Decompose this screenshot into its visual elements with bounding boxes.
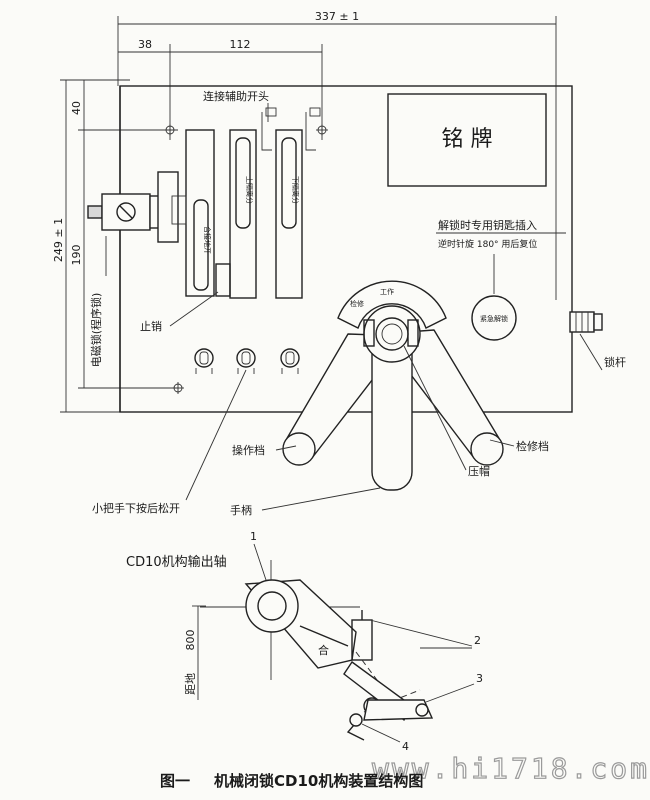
nameplate-label: 铭 牌 <box>442 127 493 152</box>
output-shaft-linkage: 合 <box>200 560 434 741</box>
figure-number: 图一 <box>160 772 190 790</box>
dim-top-offset-label: 40 <box>70 101 83 115</box>
unlock-instruction-1: 解锁时专用钥匙插入 <box>438 218 537 232</box>
output-shaft-label: CD10机构输出轴 <box>126 554 227 570</box>
interlock-plate-closing: 合接地开 <box>185 129 215 297</box>
figure-caption: 机械闭锁CD10机构装置结构图 <box>214 772 423 790</box>
ground-distance-value: 800 <box>184 630 197 651</box>
lock-rod <box>569 311 603 333</box>
dimension-offsets: 38 112 <box>118 38 323 140</box>
dimension-ground-distance: 800 距地 <box>184 605 206 700</box>
slot-lower-label: 下隔离分 <box>291 176 300 204</box>
interlock-plate-upper: 上隔离分 <box>229 107 277 299</box>
close-mark: 合 <box>318 643 329 657</box>
press-cap-label: 压帽 <box>468 465 490 478</box>
overhaul-label: 检修 <box>350 299 364 308</box>
interlock-plate-lower: 下隔离分 <box>275 107 321 299</box>
part-4-label: 4 <box>402 740 409 753</box>
stop-pin <box>215 263 231 297</box>
emergency-unlock-keyhole[interactable]: 紧急解锁 <box>471 295 517 341</box>
small-handle-note: 小把手下按后松开 <box>92 501 180 515</box>
dimension-heights: 40 249 ± 1 190 <box>52 79 178 413</box>
ground-distance-label: 距地 <box>184 673 197 695</box>
bolt-icon <box>172 382 184 394</box>
handle-mechanism[interactable]: 检修 工作 <box>282 280 504 491</box>
emergency-unlock-label: 紧急解锁 <box>480 314 508 323</box>
work-label: 工作 <box>380 287 394 296</box>
part-2-label: 2 <box>474 634 481 647</box>
stop-pin-label: 止销 <box>140 319 162 333</box>
dim-height-total-label: 249 ± 1 <box>52 218 65 262</box>
bolt-icon <box>164 124 176 136</box>
unlock-instruction-2: 逆时针旋 180° 用后复位 <box>438 238 537 250</box>
watermark: www.hi1718.com <box>372 752 650 785</box>
part-1-label: 1 <box>250 530 257 543</box>
dim-offset-mid-label: 112 <box>230 38 251 51</box>
electromagnetic-lock-label: 电磁锁(程序锁) <box>89 293 103 368</box>
nameplate: 铭 牌 <box>387 93 547 187</box>
aux-switch-label: 连接辅助开头 <box>203 89 269 103</box>
control-knob-1[interactable] <box>194 348 214 374</box>
lock-rod-label: 锁杆 <box>604 355 626 369</box>
service-position-label: 检修档 <box>516 439 549 453</box>
dimension-overall-width: 337 ± 1 <box>117 10 557 300</box>
operate-position-label: 操作档 <box>232 443 265 457</box>
dim-overall-width-label: 337 ± 1 <box>315 10 359 23</box>
part-3-label: 3 <box>476 672 483 685</box>
control-knob-2[interactable] <box>236 348 256 374</box>
dim-offset-left-label: 38 <box>138 38 152 51</box>
bolt-icon <box>316 124 328 136</box>
slot-upper-label: 上隔离分 <box>245 176 254 204</box>
electromagnetic-lock <box>87 171 187 243</box>
dim-height-inner-label: 190 <box>70 245 83 266</box>
control-knob-3[interactable] <box>280 348 300 374</box>
slot-closing-label: 合接地开 <box>203 226 212 254</box>
handle-label: 手柄 <box>230 503 252 517</box>
